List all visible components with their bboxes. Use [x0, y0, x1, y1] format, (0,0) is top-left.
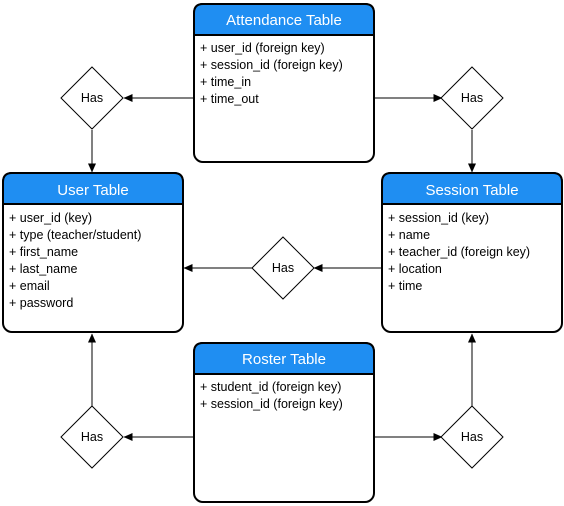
table-title: Attendance Table [226, 12, 342, 29]
table-field: + last_name [9, 262, 77, 276]
diamond-shape [60, 66, 124, 130]
table-field: + time_in [200, 75, 251, 89]
relationship-label: Has [461, 430, 483, 444]
diamond-shape [251, 236, 315, 300]
relationship-has-roster-user: Has [60, 405, 124, 469]
table-field: + time_out [200, 92, 259, 106]
diamond-shape [440, 66, 504, 130]
diamond-shape [440, 405, 504, 469]
relationship-label: Has [272, 261, 294, 275]
user-table: User Table + user_id (key) + type (teach… [2, 172, 184, 333]
relationship-has-roster-session: Has [440, 405, 504, 469]
table-field: + session_id (foreign key) [200, 397, 343, 411]
roster-table: Roster Table + student_id (foreign key) … [193, 342, 375, 503]
table-header [193, 3, 375, 36]
relationship-label: Has [81, 430, 103, 444]
table-field: + time [388, 279, 422, 293]
table-field: + password [9, 296, 73, 310]
table-field: + name [388, 228, 430, 242]
table-field: + student_id (foreign key) [200, 380, 341, 394]
table-header [193, 342, 375, 375]
relationship-label: Has [461, 91, 483, 105]
table-header [381, 172, 563, 205]
table-field: + user_id (foreign key) [200, 41, 325, 55]
table-title: Roster Table [242, 351, 326, 368]
table-title: User Table [57, 182, 128, 199]
table-field: + email [9, 279, 50, 293]
table-title: Session Table [425, 182, 518, 199]
attendance-table: Attendance Table + user_id (foreign key)… [193, 3, 375, 163]
diamond-shape [60, 405, 124, 469]
table-field: + location [388, 262, 442, 276]
relationship-label: Has [81, 91, 103, 105]
table-field: + first_name [9, 245, 78, 259]
session-table: Session Table + session_id (key) + name … [381, 172, 563, 333]
table-field: + teacher_id (foreign key) [388, 245, 530, 259]
table-header [2, 172, 184, 205]
relationship-has-attendance-user: Has [60, 66, 124, 130]
relationship-has-attendance-session: Has [440, 66, 504, 130]
connectors [88, 94, 476, 441]
relationship-has-session-user: Has [251, 236, 315, 300]
table-field: + user_id (key) [9, 211, 92, 225]
table-field: + type (teacher/student) [9, 228, 141, 242]
table-field: + session_id (foreign key) [200, 58, 343, 72]
table-field: + session_id (key) [388, 211, 489, 225]
